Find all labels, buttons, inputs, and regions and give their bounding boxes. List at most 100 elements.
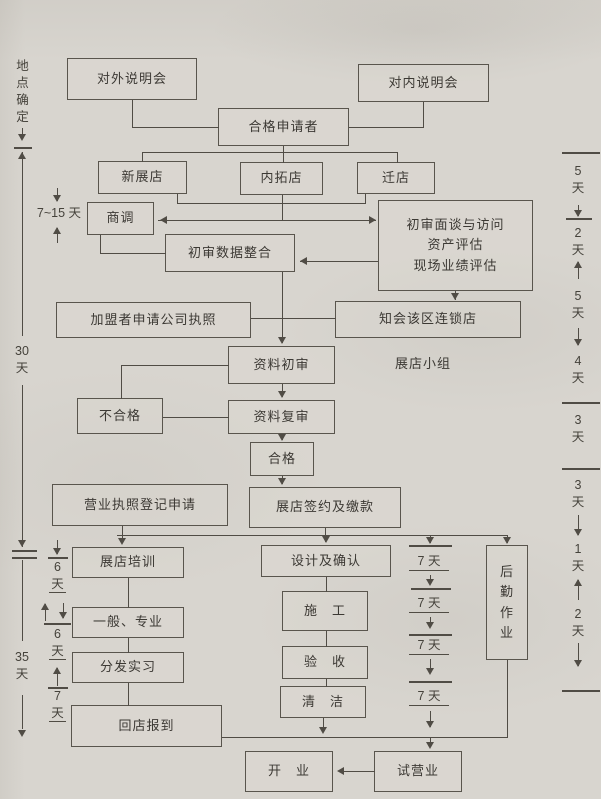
arrowhead-up-icon bbox=[41, 603, 49, 610]
arrowhead-down-icon bbox=[278, 434, 286, 441]
flow-box-distribution-internship: 分发实习 bbox=[72, 652, 184, 683]
duration-label-days-7-label-mid-1: 7 天 bbox=[409, 553, 449, 571]
arrowhead-down-icon bbox=[278, 337, 286, 344]
arrowhead-down-icon bbox=[59, 612, 67, 619]
connector-line bbox=[163, 417, 229, 419]
connector-line bbox=[507, 660, 509, 738]
tick-mark bbox=[562, 152, 600, 154]
flow-box-business-license-registration: 营业执照登记申请 bbox=[52, 484, 228, 526]
arrowhead-left-icon bbox=[337, 767, 344, 775]
duration-label-days-6-label-1: 6 天 bbox=[49, 559, 66, 593]
connector-line bbox=[340, 771, 375, 773]
flow-box-opening: 开 业 bbox=[245, 751, 333, 792]
arrowhead-down-icon bbox=[426, 537, 434, 544]
duration-label-days-5-label-1: 5 天 bbox=[571, 164, 585, 195]
tick-mark bbox=[409, 634, 452, 636]
connector-line bbox=[300, 261, 378, 263]
connector-line bbox=[325, 528, 327, 542]
connector-line bbox=[251, 318, 336, 320]
connector-line bbox=[128, 578, 130, 608]
connector-line bbox=[282, 272, 284, 343]
connector-line bbox=[100, 235, 102, 254]
arrowhead-up-icon bbox=[53, 227, 61, 234]
arrowhead-down-icon bbox=[18, 730, 26, 737]
connector-line bbox=[578, 328, 580, 345]
flow-box-acceptance-inspection: 验 收 bbox=[282, 646, 368, 679]
connector-line bbox=[57, 188, 59, 201]
connector-line bbox=[63, 603, 65, 618]
connector-line bbox=[397, 152, 399, 163]
flow-box-external-info-session: 对外说明会 bbox=[67, 58, 197, 100]
tick-mark bbox=[409, 681, 452, 683]
connector-line bbox=[349, 127, 424, 129]
duration-label-days-7-label-left: 7 天 bbox=[49, 689, 66, 722]
connector-line bbox=[430, 659, 432, 673]
duration-label-days-7-label-mid-2: 7 天 bbox=[409, 595, 449, 613]
connector-line bbox=[158, 220, 376, 222]
connector-line bbox=[132, 127, 219, 129]
flow-box-franchisee-company-license: 加盟者申请公司执照 bbox=[56, 302, 251, 338]
tick-mark bbox=[12, 550, 37, 552]
connector-line bbox=[45, 604, 47, 621]
tick-mark bbox=[562, 468, 600, 470]
connector-line bbox=[323, 718, 325, 732]
connector-line bbox=[578, 643, 580, 666]
connector-line bbox=[177, 194, 179, 204]
arrowhead-down-icon bbox=[574, 660, 582, 667]
connector-line bbox=[283, 152, 285, 163]
connector-line bbox=[282, 195, 284, 221]
arrowhead-down-icon bbox=[426, 668, 434, 675]
flow-box-internal-info-session: 对内说明会 bbox=[358, 64, 489, 102]
flow-box-return-to-store-report: 回店报到 bbox=[71, 705, 222, 747]
arrowhead-down-icon bbox=[426, 579, 434, 586]
arrowhead-down-icon bbox=[426, 622, 434, 629]
duration-label-days-5-label-2: 5 天 bbox=[571, 289, 585, 320]
connector-line bbox=[22, 152, 24, 336]
tick-mark bbox=[14, 147, 32, 149]
arrowhead-up-icon bbox=[574, 579, 582, 586]
connector-line bbox=[117, 535, 508, 537]
tick-mark bbox=[409, 545, 452, 547]
tick-mark bbox=[48, 687, 68, 689]
flow-box-unqualified: 不合格 bbox=[77, 398, 163, 434]
duration-label-days-3-label-1: 3 天 bbox=[571, 413, 585, 444]
connector-line bbox=[222, 737, 508, 739]
tick-mark bbox=[44, 623, 71, 625]
duration-label-days-7-15-label: 7~15 天 bbox=[36, 205, 82, 220]
connector-line bbox=[22, 385, 24, 547]
connector-line bbox=[142, 152, 144, 162]
duration-label-days-1-label: 1 天 bbox=[571, 542, 585, 573]
arrowhead-left-icon bbox=[300, 257, 307, 265]
tick-mark bbox=[562, 402, 600, 404]
arrowhead-down-icon bbox=[426, 721, 434, 728]
flow-box-qualified-applicant: 合格申请者 bbox=[218, 108, 349, 146]
flow-box-qualified: 合格 bbox=[250, 442, 314, 476]
arrowhead-down-icon bbox=[18, 540, 26, 547]
duration-label-days-7-label-mid-3: 7 天 bbox=[409, 637, 449, 655]
connector-line bbox=[22, 128, 24, 139]
duration-label-days-2-label-1: 2 天 bbox=[571, 226, 585, 257]
flow-box-logistics-operations: 后 勤 作 业 bbox=[486, 545, 528, 660]
arrowhead-down-icon bbox=[278, 391, 286, 398]
connector-line bbox=[57, 668, 59, 686]
arrowhead-down-icon bbox=[322, 536, 330, 543]
flow-box-internal-expansion-store: 内拓店 bbox=[240, 162, 323, 195]
connector-line bbox=[121, 365, 123, 399]
connector-line bbox=[282, 384, 284, 397]
connector-line bbox=[578, 262, 580, 279]
flow-box-construction: 施 工 bbox=[282, 591, 368, 631]
arrowhead-down-icon bbox=[574, 339, 582, 346]
duration-label-days-6-label-2: 6 天 bbox=[49, 626, 66, 660]
flow-box-initial-review-interview: 初审面谈与访问 资产评估 现场业绩评估 bbox=[378, 200, 533, 291]
tick-mark bbox=[12, 557, 37, 559]
arrowhead-down-icon bbox=[118, 538, 126, 545]
arrowhead-down-icon bbox=[53, 548, 61, 555]
arrowhead-right-icon bbox=[369, 216, 376, 224]
connector-line bbox=[22, 695, 24, 729]
tick-mark bbox=[411, 588, 451, 590]
arrowhead-down-icon bbox=[53, 195, 61, 202]
connector-line bbox=[100, 253, 166, 255]
connector-line bbox=[177, 203, 366, 205]
connector-line bbox=[128, 638, 130, 653]
